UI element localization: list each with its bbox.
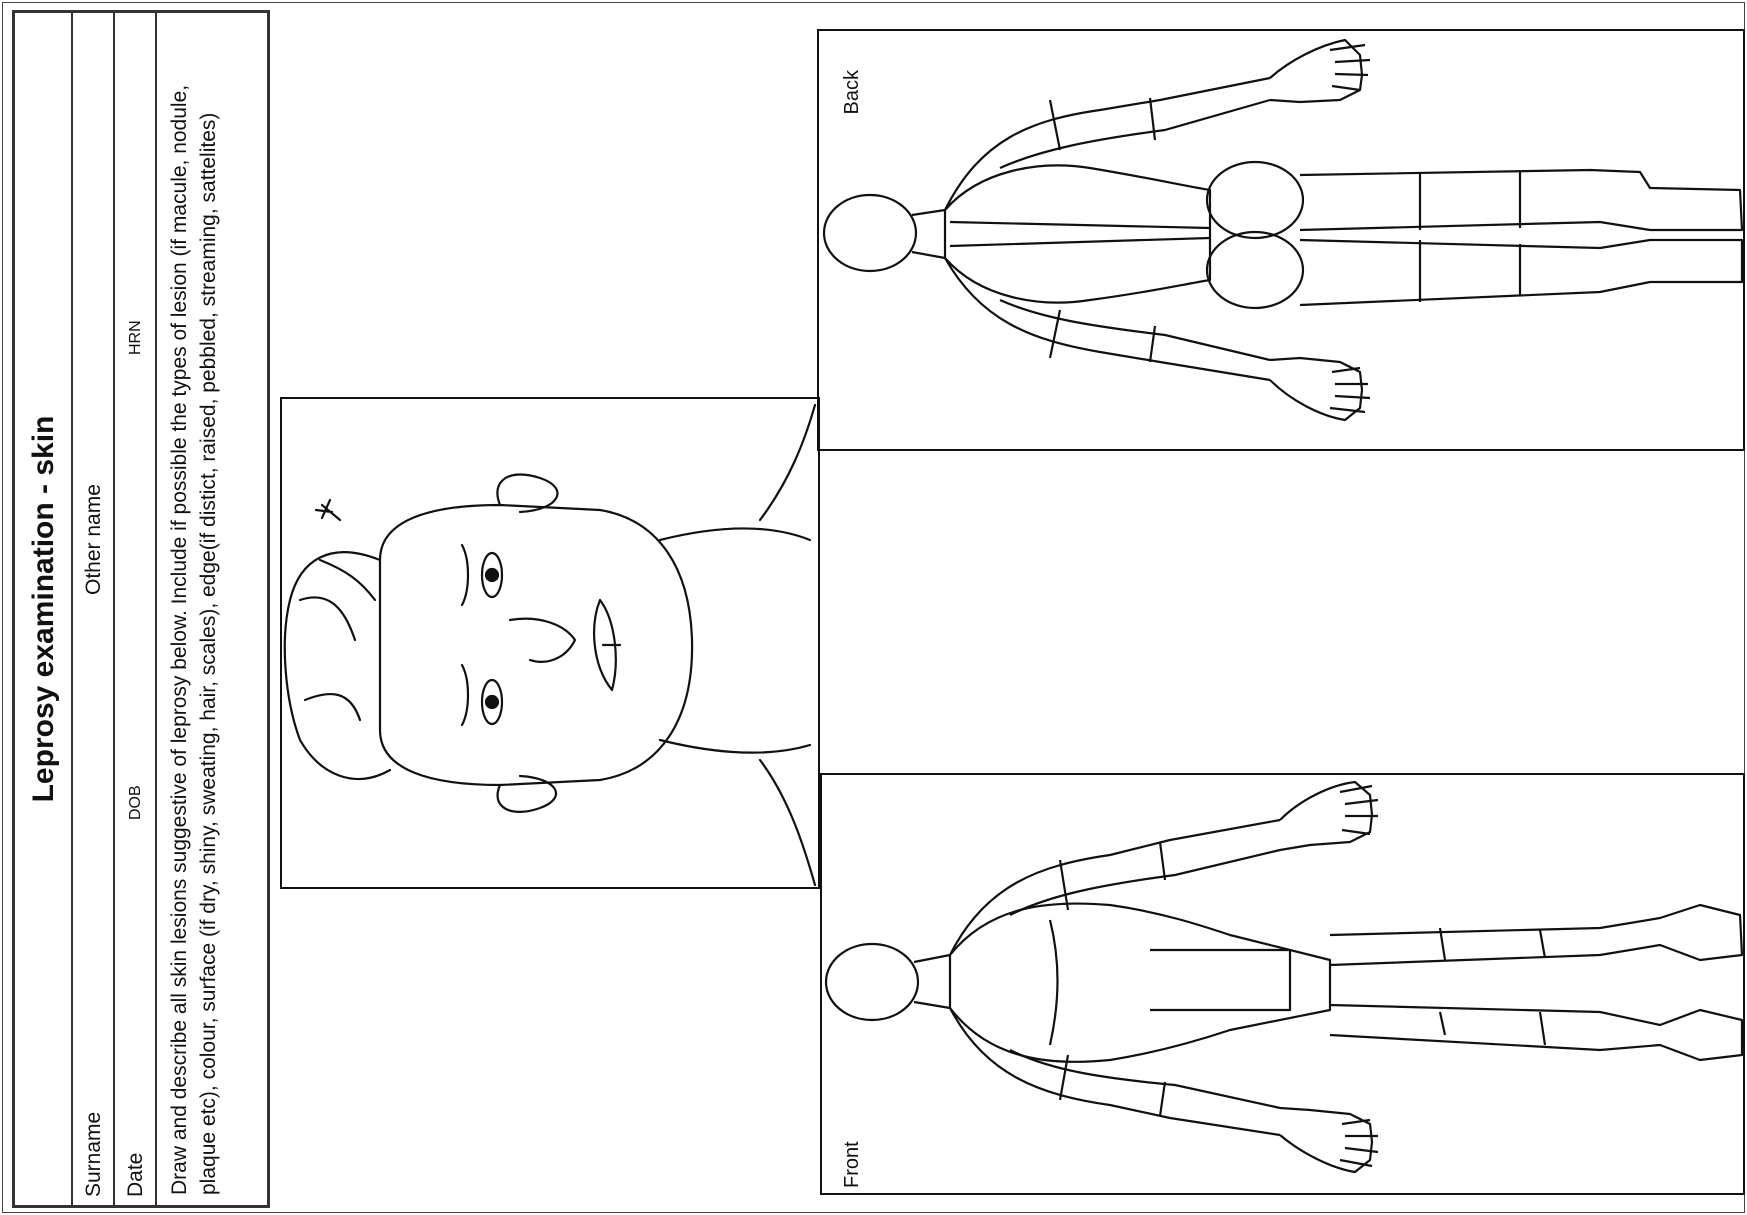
- front-figure: [826, 782, 1742, 1172]
- face-illustration: [285, 405, 815, 885]
- front-label: Front: [841, 1141, 863, 1188]
- back-figure: [824, 40, 1742, 420]
- back-label: Back: [841, 69, 863, 114]
- front-box: [821, 774, 1744, 1194]
- back-box: [818, 30, 1744, 450]
- face-box: [281, 398, 819, 888]
